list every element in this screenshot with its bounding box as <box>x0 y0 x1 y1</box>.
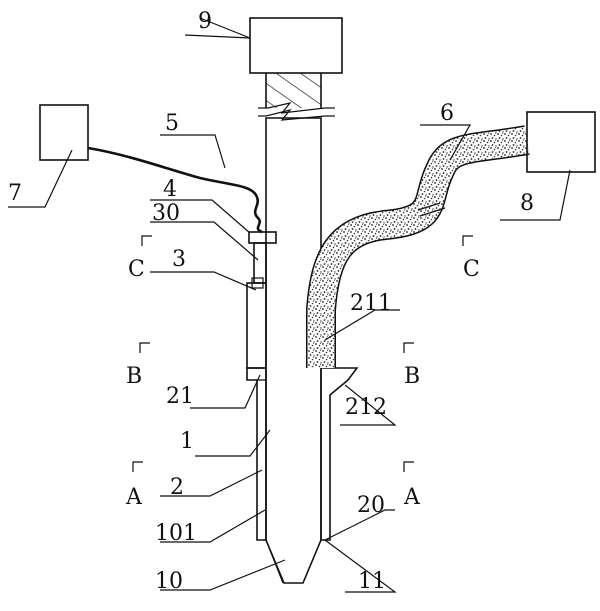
label-4: 4 <box>163 177 177 202</box>
label-212: 212 <box>345 395 387 420</box>
label-6: 6 <box>440 101 454 126</box>
section-b-left: B <box>126 364 142 389</box>
sleeve-21 <box>246 367 267 541</box>
label-11: 11 <box>358 569 386 594</box>
box-7 <box>39 104 89 161</box>
label-5: 5 <box>165 111 179 136</box>
label-3: 3 <box>172 247 186 272</box>
heater-3 <box>246 282 267 369</box>
element-30 <box>253 242 267 284</box>
sleeve-20 <box>320 367 359 541</box>
label-2: 2 <box>170 475 184 500</box>
label-30: 30 <box>152 201 180 226</box>
cable-5 <box>87 146 263 234</box>
label-211: 211 <box>350 291 392 316</box>
label-1: 1 <box>180 429 194 454</box>
label-101: 101 <box>155 521 197 546</box>
label-20: 20 <box>357 493 385 518</box>
label-8: 8 <box>520 191 534 216</box>
section-a-left: A <box>125 485 143 510</box>
section-c-right: C <box>463 257 480 282</box>
section-a-right: A <box>403 485 421 510</box>
label-21: 21 <box>166 384 194 409</box>
section-b-right: B <box>404 364 420 389</box>
section-c-left: C <box>128 257 145 282</box>
hose-6 <box>307 126 530 368</box>
break-mark <box>258 102 335 114</box>
box-8 <box>526 111 596 173</box>
box-9 <box>249 17 343 74</box>
cap-4 <box>248 231 277 244</box>
label-9: 9 <box>198 9 212 34</box>
label-7: 7 <box>8 181 22 206</box>
rod-upper-segment <box>266 73 321 108</box>
label-10: 10 <box>155 569 183 594</box>
